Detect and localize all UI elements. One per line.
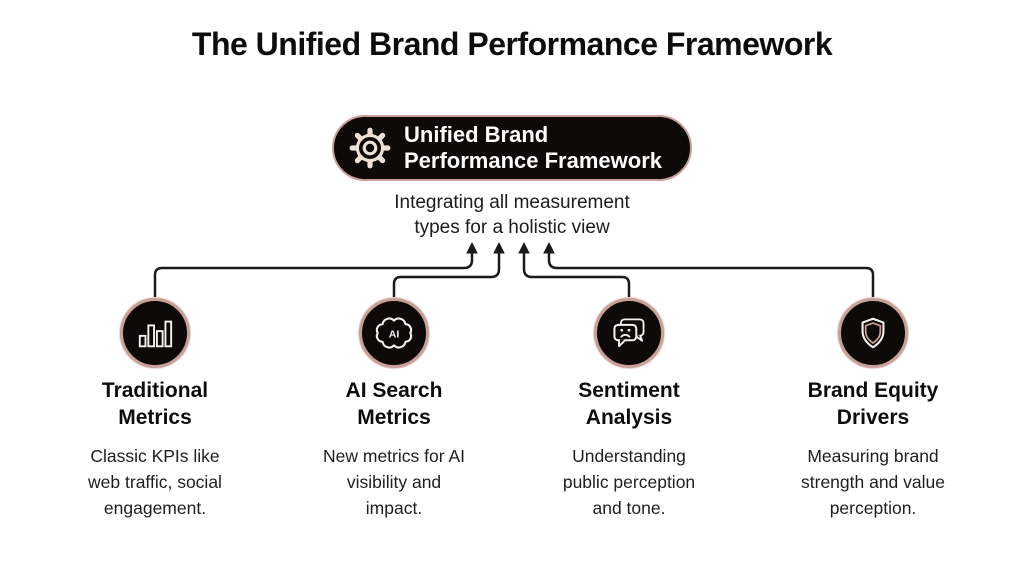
branch-description: Classic KPIs like web traffic, social en… <box>88 446 222 518</box>
branch-description: Measuring brand strength and value perce… <box>801 446 945 518</box>
sentiment-chat-icon <box>594 298 664 368</box>
branch-description: Understanding public perception and tone… <box>562 446 696 518</box>
page-title: The Unified Brand Performance Framework <box>191 26 833 62</box>
branch-ai-search-metrics: AI AI Search Metrics New metrics for AI … <box>274 298 514 521</box>
bar-chart-icon <box>120 298 190 368</box>
branch-traditional-metrics: Traditional Metrics Classic KPIs like we… <box>35 298 275 521</box>
branch-title: Sentiment Analysis <box>578 379 680 429</box>
connector-arrows <box>153 242 875 299</box>
branch-title: Traditional Metrics <box>101 379 209 429</box>
central-node: Unified Brand Performance Framework <box>332 115 692 181</box>
branch-title: AI Search Metrics <box>345 379 443 429</box>
branch-title: Brand Equity Drivers <box>807 379 939 429</box>
central-node-subtitle: Integrating all measurement types for a … <box>394 192 630 238</box>
central-node-label: Unified Brand Performance Framework <box>404 122 662 173</box>
shield-icon <box>838 298 908 368</box>
ai-label: AI <box>389 328 400 340</box>
gear-icon <box>348 126 392 170</box>
ai-brain-icon: AI <box>359 298 429 368</box>
branch-sentiment-analysis: Sentiment Analysis Understanding public … <box>509 298 749 521</box>
branch-brand-equity-drivers: Brand Equity Drivers Measuring brand str… <box>753 298 993 521</box>
branch-description: New metrics for AI visibility and impact… <box>323 446 465 518</box>
